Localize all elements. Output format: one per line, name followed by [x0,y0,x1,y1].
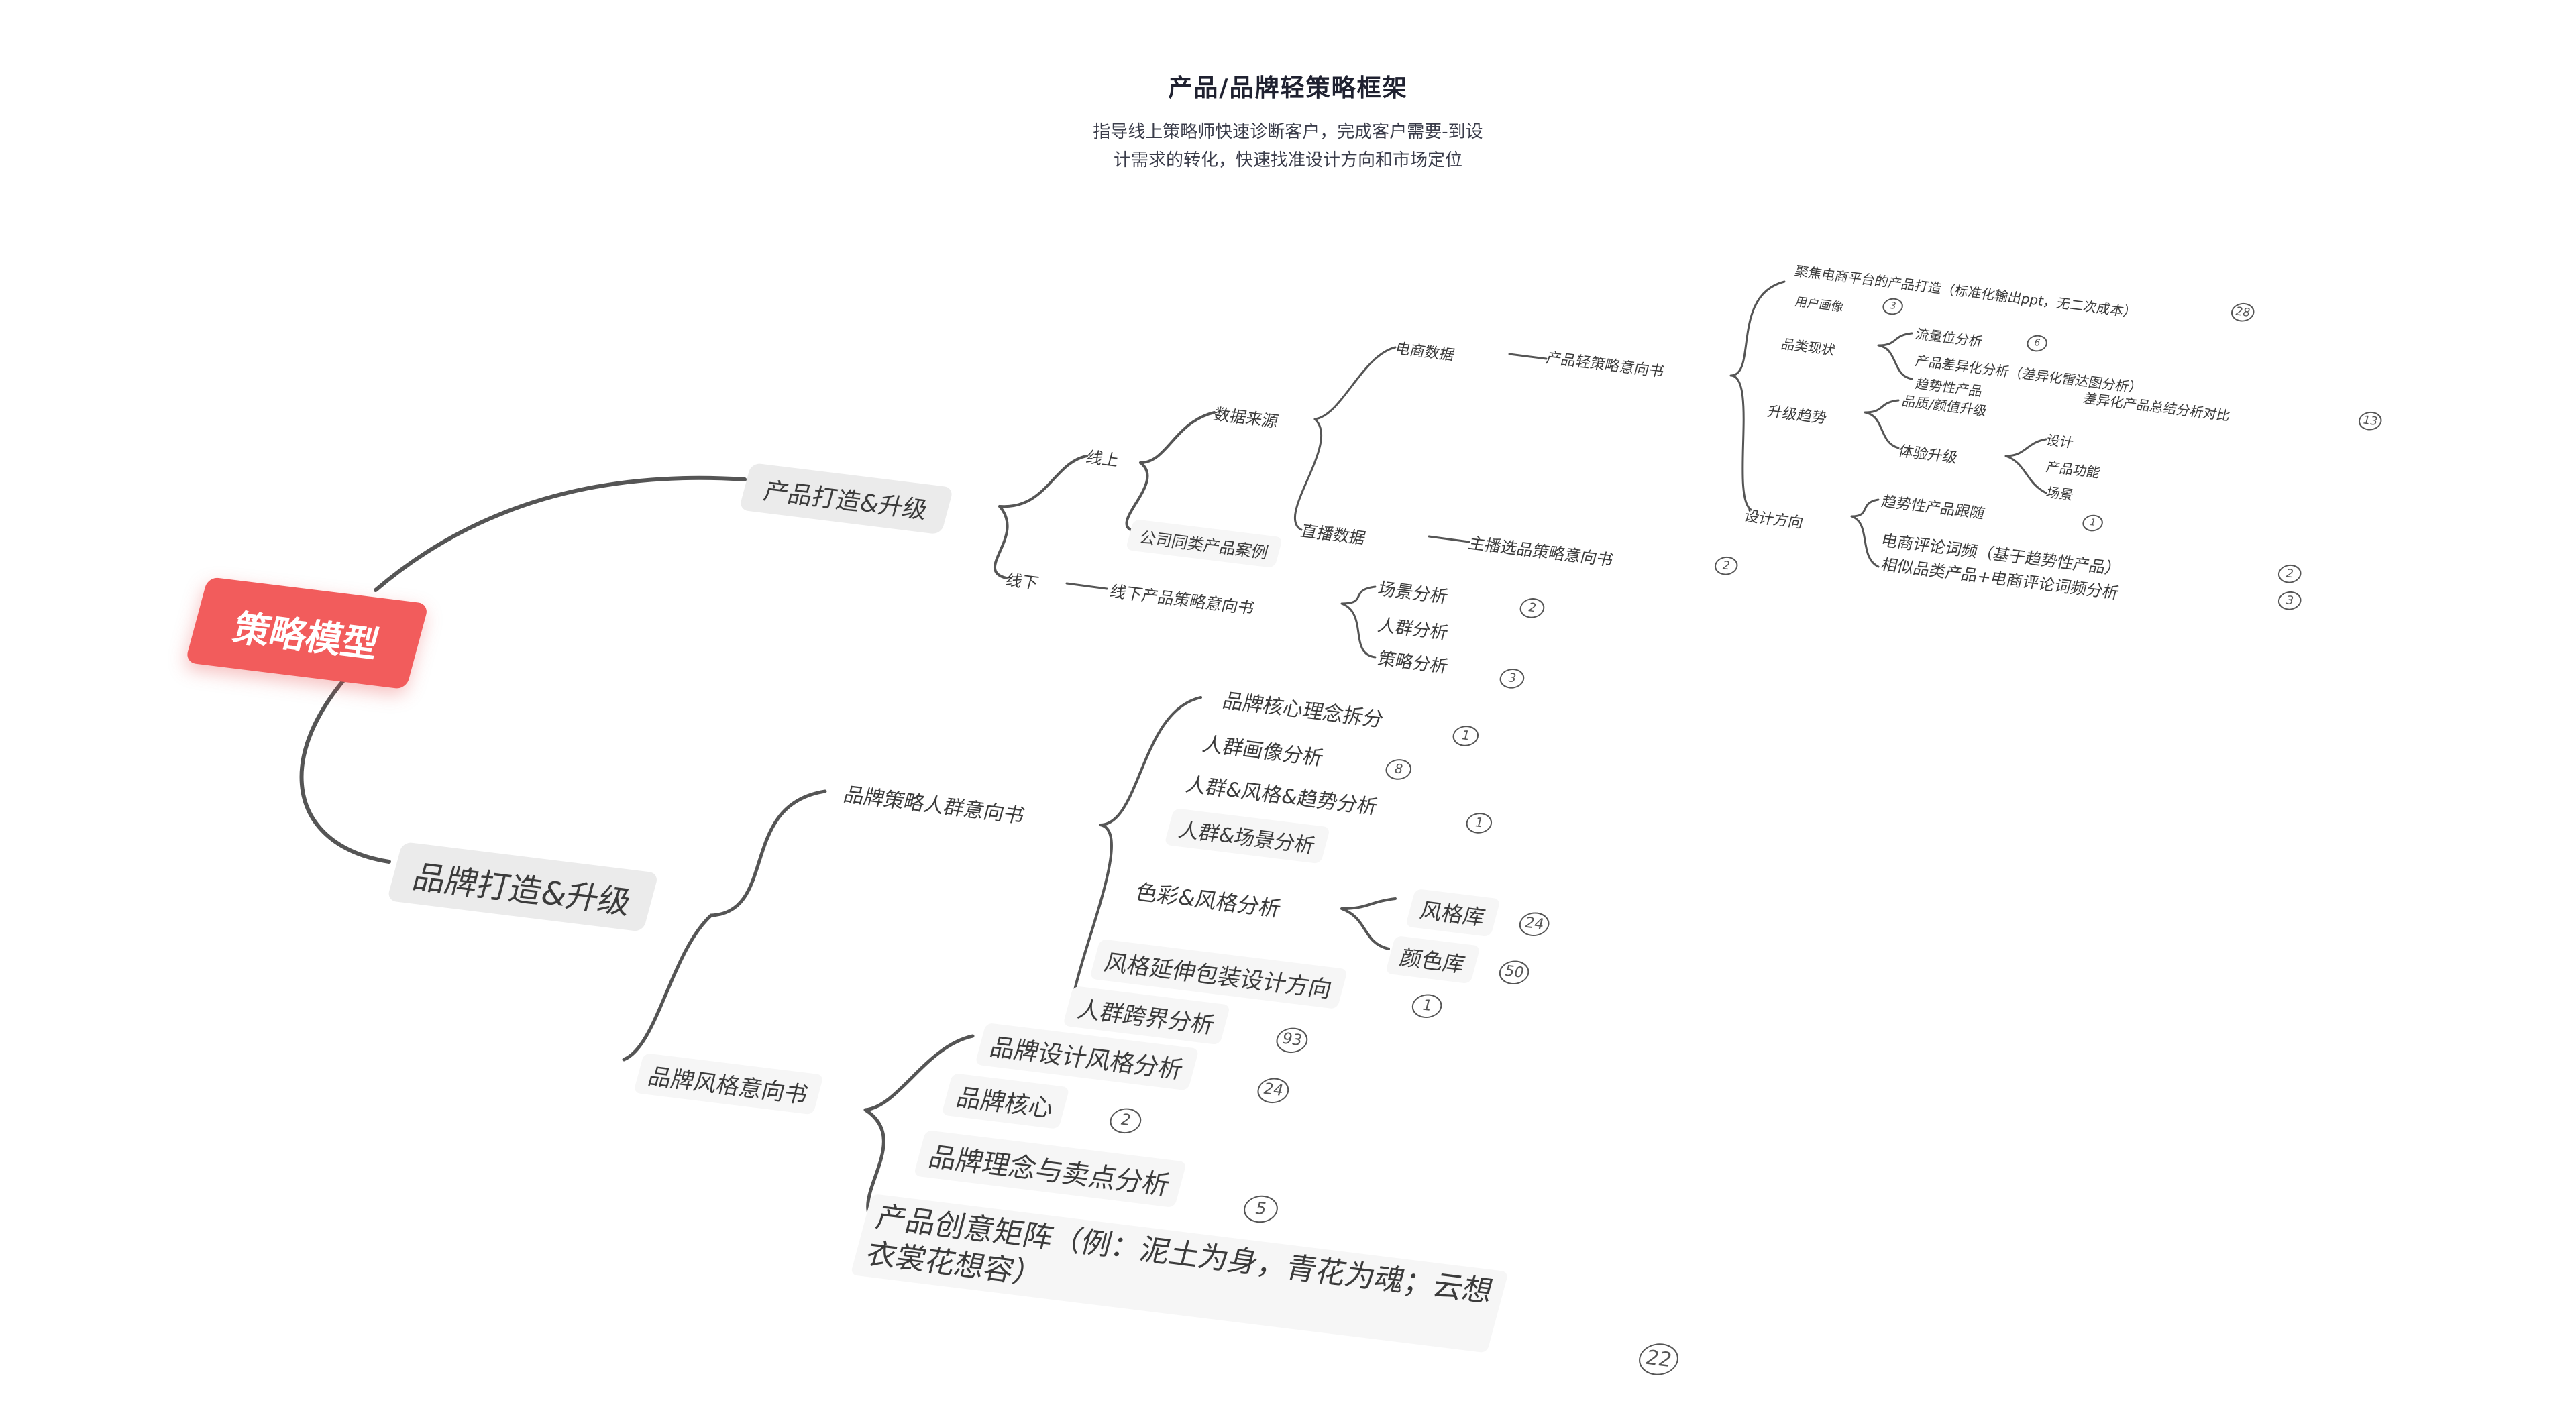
link-brand-stylebook [622,913,713,1062]
link-offline-children [1340,585,1377,659]
page-title: 产品/品牌轻策略框架 [1168,74,1408,102]
link-direction-children [1850,498,1880,568]
link-brand-crowdbook [709,789,827,917]
link-category-children [1877,332,1913,380]
subtitle-line-2: 计需求的转化，快速找准设计方向和市场定位 [1113,150,1462,170]
node-online[interactable]: 线上 [1084,447,1122,471]
node-offline[interactable]: 线下 [1004,570,1041,593]
node-scene[interactable]: 场景 [2044,484,2076,504]
link-product-offline [994,505,1009,579]
node-design[interactable]: 设计 [2044,431,2076,451]
link-online-cases [1125,461,1149,532]
link-online-datasource [1139,411,1216,464]
link-color-children [1340,897,1397,950]
link-product-online [998,455,1088,508]
link-root-brand [299,645,391,864]
link-datasource-ecom [1313,346,1397,420]
link-experience-children [2004,438,2047,494]
subtitle-line-1: 指导线上策略师快速诊断客户，完成客户需要-到设 [1093,122,1483,142]
link-upgrade-children [1864,399,1900,449]
page-subtitle: 指导线上策略师快速诊断客户，完成客户需要-到设 计需求的转化，快速找准设计方向和… [0,118,2576,174]
link-live-book [1428,535,1470,543]
link-stylebook-children [863,1034,975,1223]
link-root-product [374,475,747,592]
link-datasource-live [1293,418,1323,531]
link-offline-book [1065,582,1108,590]
link-book-children [1729,280,1786,511]
link-ecom-book [1508,353,1548,360]
